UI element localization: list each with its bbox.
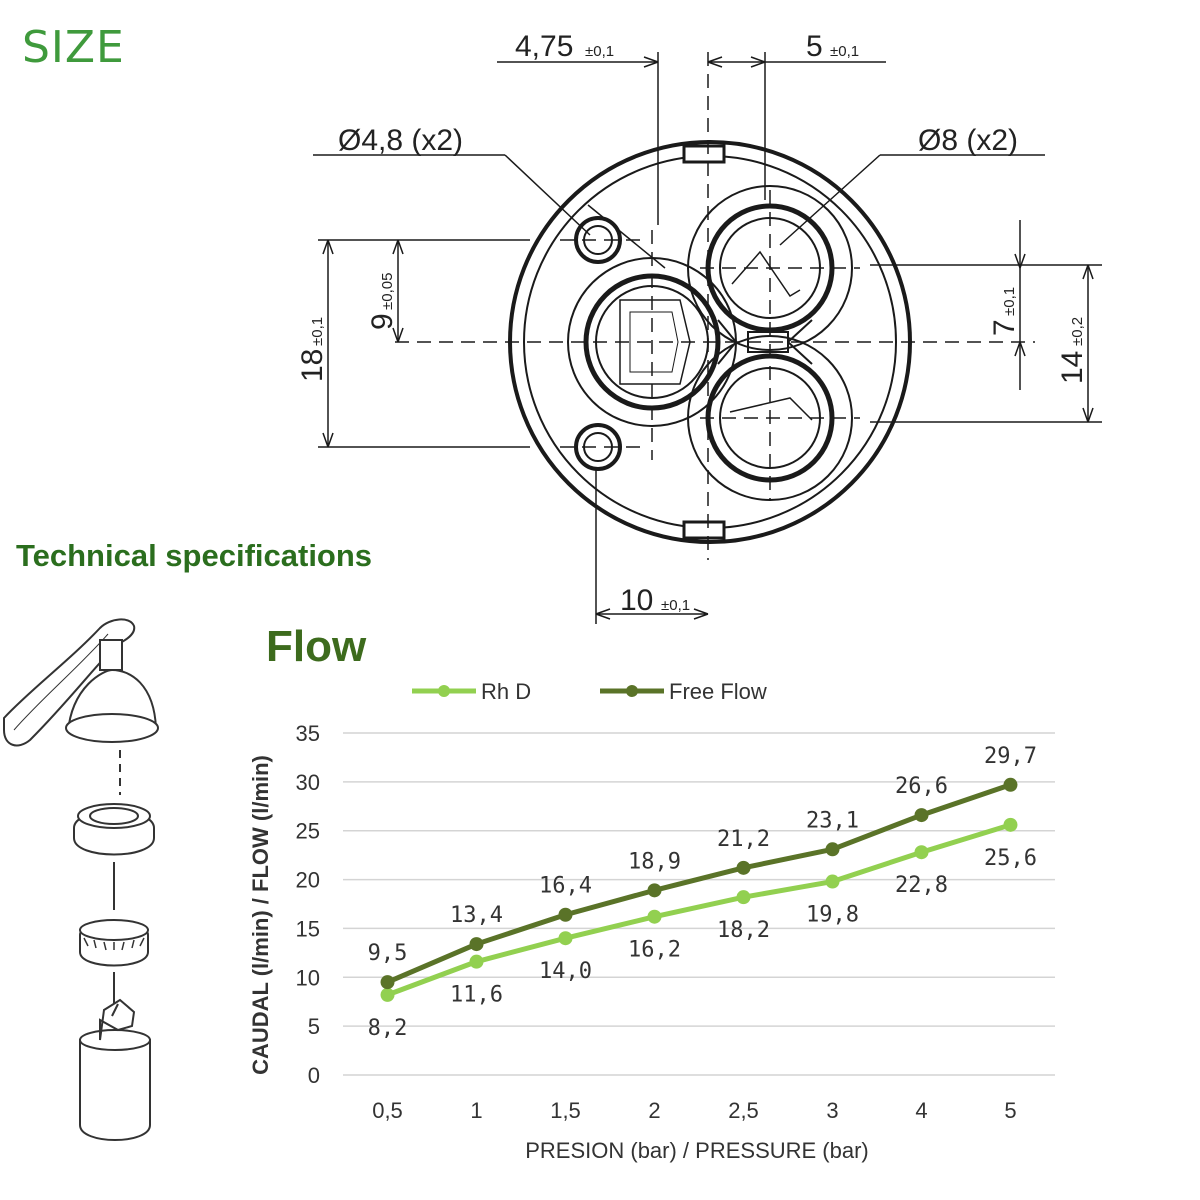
technical-specifications-heading: Technical specifications — [16, 538, 373, 573]
data-label: 8,2 — [368, 1016, 408, 1041]
cartridge-base-drawing: 4,75 ±0,1 5 ±0,1 Ø4,8 (x2) Ø8 (x2) 18 ±0… — [296, 30, 1102, 624]
y-tick-label: 0 — [308, 1063, 320, 1088]
y-tick-label: 5 — [308, 1014, 320, 1039]
data-label: 21,2 — [717, 827, 770, 852]
data-label: 26,6 — [895, 774, 948, 799]
data-label: 18,9 — [628, 849, 681, 874]
legend-label-rhd: Rh D — [481, 679, 531, 704]
y-tick-label: 15 — [296, 916, 320, 941]
y-axis-title: CAUDAL (l/min) / FLOW (l/min) — [248, 755, 273, 1075]
y-tick-label: 25 — [296, 819, 320, 844]
size-heading: SIZE — [22, 22, 125, 73]
data-label: 18,2 — [717, 918, 770, 943]
data-label: 19,8 — [806, 903, 859, 928]
x-tick-label: 1,5 — [550, 1098, 581, 1123]
chart-legend: Rh D Free Flow — [412, 679, 767, 704]
data-label: 29,7 — [984, 744, 1037, 769]
flow-heading: Flow — [266, 622, 367, 671]
x-tick-label: 0,5 — [372, 1098, 403, 1123]
data-point — [736, 890, 751, 905]
data-point — [825, 874, 840, 889]
dim-7: 7 — [988, 319, 1021, 336]
x-axis-title: PRESION (bar) / PRESSURE (bar) — [525, 1138, 869, 1163]
dim-4-75: 4,75 — [515, 30, 573, 63]
data-label: 25,6 — [984, 846, 1037, 871]
data-label: 22,8 — [895, 873, 948, 898]
data-point — [914, 808, 929, 823]
data-point — [469, 954, 484, 969]
small-holes-label: Ø4,8 (x2) — [338, 124, 463, 157]
x-tick-label: 2 — [648, 1098, 660, 1123]
data-label: 16,4 — [539, 874, 592, 899]
data-point — [380, 987, 395, 1002]
data-label: 14,0 — [539, 959, 592, 984]
data-point — [469, 937, 484, 952]
dim-4-75-tolerance: ±0,1 — [585, 43, 614, 60]
series-line-rh-d — [386, 822, 1012, 998]
series-line-free-flow — [386, 782, 1012, 985]
data-label: 16,2 — [628, 938, 681, 963]
dim-9-tolerance: ±0,05 — [379, 273, 396, 310]
data-point — [1003, 817, 1018, 832]
dim-10-tolerance: ±0,1 — [661, 597, 690, 614]
data-label: 11,6 — [450, 983, 503, 1008]
y-tick-label: 30 — [296, 770, 320, 795]
data-label: 13,4 — [450, 903, 503, 928]
dim-14-tolerance: ±0,2 — [1069, 317, 1086, 346]
legend-marker-free-flow — [626, 685, 638, 697]
legend-label-free-flow: Free Flow — [669, 679, 767, 704]
small-hole-bottom — [574, 423, 622, 471]
data-point — [558, 907, 573, 922]
x-tick-label: 3 — [826, 1098, 838, 1123]
dim-10: 10 — [620, 584, 653, 617]
exploded-view-illustration — [3, 618, 159, 1141]
data-point — [825, 842, 840, 857]
data-label: 23,1 — [806, 808, 859, 833]
x-tick-label: 4 — [915, 1098, 927, 1123]
data-point — [380, 975, 395, 990]
y-tick-label: 20 — [296, 868, 320, 893]
dim-9: 9 — [366, 313, 399, 330]
data-point — [914, 845, 929, 860]
y-tick-label: 10 — [296, 965, 320, 990]
data-label: 9,5 — [368, 941, 408, 966]
data-point — [647, 909, 662, 924]
y-tick-label: 35 — [296, 721, 320, 746]
data-point — [558, 931, 573, 946]
data-point — [736, 860, 751, 875]
x-tick-label: 1 — [470, 1098, 482, 1123]
legend-marker-rhd — [438, 685, 450, 697]
large-holes-label: Ø8 (x2) — [918, 124, 1018, 157]
small-hole-top — [574, 216, 622, 264]
data-point — [1003, 777, 1018, 792]
x-tick-label: 2,5 — [728, 1098, 759, 1123]
x-tick-label: 5 — [1004, 1098, 1016, 1123]
dim-18-tolerance: ±0,1 — [309, 317, 326, 346]
dim-7-tolerance: ±0,1 — [1001, 287, 1018, 316]
dim-18: 18 — [296, 349, 329, 382]
dim-5-tolerance: ±0,1 — [830, 43, 859, 60]
data-point — [647, 883, 662, 898]
dim-5: 5 — [806, 30, 823, 63]
dim-14: 14 — [1056, 351, 1089, 384]
